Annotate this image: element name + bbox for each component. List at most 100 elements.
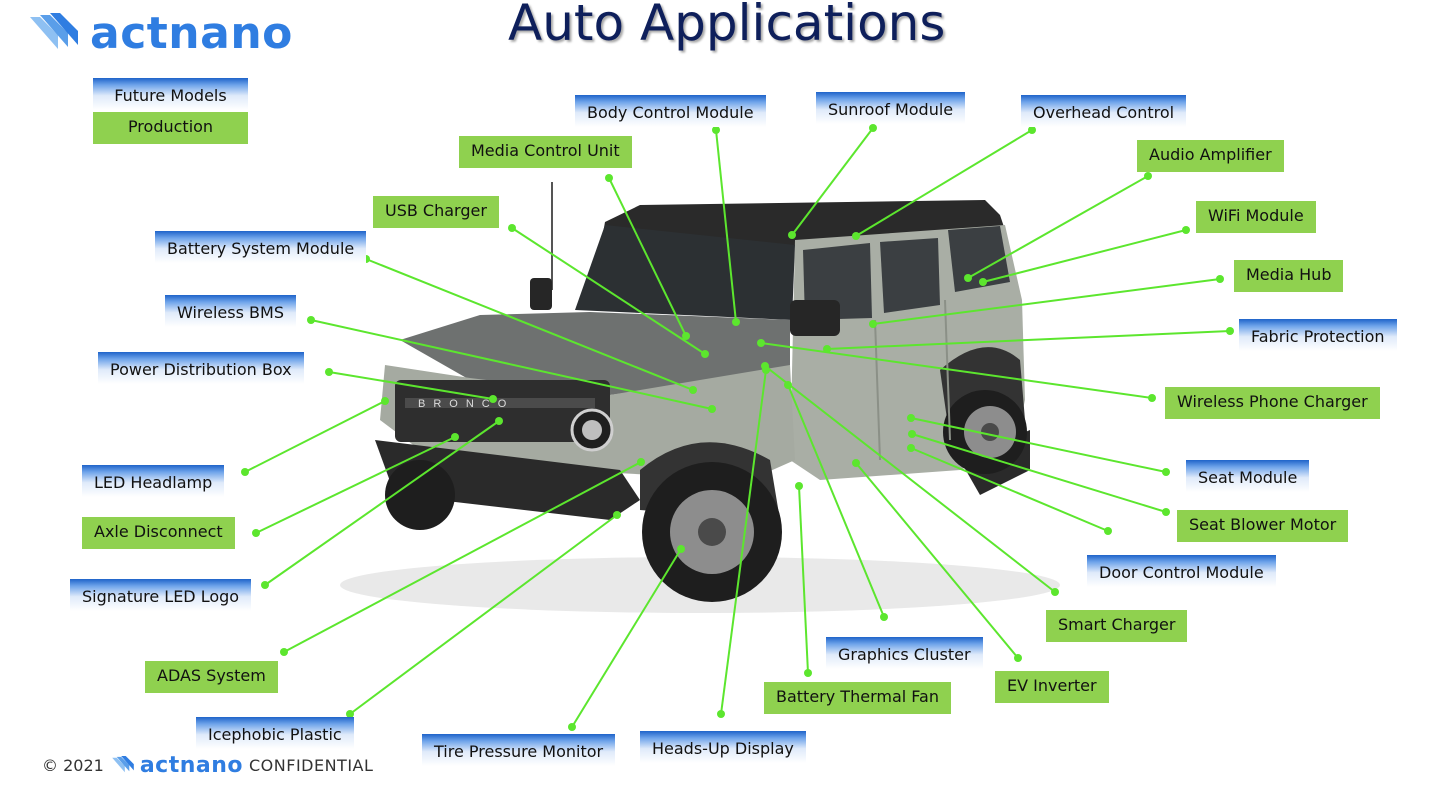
connector-line	[715, 129, 737, 323]
connector-line	[720, 369, 767, 715]
label-wireless-phone-charger: Wireless Phone Charger	[1165, 387, 1380, 419]
connector-dot	[1162, 468, 1170, 476]
connector-dot	[489, 395, 497, 403]
connector-dot	[1051, 588, 1059, 596]
connector-dot	[804, 669, 812, 677]
connector-dot	[701, 350, 709, 358]
label-axle-disconnect: Axle Disconnect	[82, 517, 235, 549]
label-power-distribution-box: Power Distribution Box	[98, 352, 304, 384]
actnano-logo-icon	[30, 13, 78, 49]
connector-line	[511, 227, 706, 355]
label-door-control-module: Door Control Module	[1087, 555, 1276, 587]
connector-dot	[508, 224, 516, 232]
connector-dot	[280, 648, 288, 656]
connector-dot	[1144, 172, 1152, 180]
connector-dot	[1182, 226, 1190, 234]
connector-line	[365, 258, 694, 391]
connector-dot	[732, 318, 740, 326]
connector-dot	[307, 316, 315, 324]
connector-dot	[869, 124, 877, 132]
label-graphics-cluster: Graphics Cluster	[826, 637, 983, 669]
connector-dot	[1148, 394, 1156, 402]
connector-line	[855, 462, 1019, 659]
label-wireless-bms: Wireless BMS	[165, 295, 296, 327]
connector-line	[264, 420, 500, 586]
connector-dot	[252, 529, 260, 537]
connector-line	[760, 342, 1153, 399]
connector-dot	[795, 482, 803, 490]
connector-line	[349, 514, 618, 715]
svg-text:BRONCO: BRONCO	[418, 398, 514, 410]
connector-line	[328, 371, 494, 400]
label-tire-pressure-monitor: Tire Pressure Monitor	[422, 734, 616, 766]
copyright-text: © 2021	[42, 755, 104, 775]
legend-future-models: Future Models	[93, 78, 248, 110]
actnano-logo: actnano	[30, 7, 293, 59]
connector-dot	[1226, 327, 1234, 335]
connector-dot	[682, 332, 690, 340]
label-battery-system-module: Battery System Module	[155, 231, 367, 263]
connector-line	[910, 417, 1167, 473]
footer-brand-name: actnano	[139, 752, 243, 778]
connector-line	[608, 177, 687, 337]
connector-dot	[717, 710, 725, 718]
connector-dot	[712, 126, 720, 134]
connector-line	[791, 127, 874, 236]
label-media-control-unit: Media Control Unit	[459, 136, 632, 168]
connector-dot	[880, 613, 888, 621]
label-adas-system: ADAS System	[145, 661, 278, 693]
connector-dot	[1104, 527, 1112, 535]
label-wifi-module: WiFi Module	[1196, 201, 1316, 233]
connector-dot	[907, 414, 915, 422]
vehicle-illustration: BRONCO	[340, 182, 1060, 613]
connector-line	[310, 319, 713, 410]
label-heads-up-display: Heads-Up Display	[640, 731, 806, 763]
connector-dot	[325, 368, 333, 376]
connector-dot	[979, 278, 987, 286]
connector-dot	[605, 174, 613, 182]
connector-dot	[908, 430, 916, 438]
connector-dot	[964, 274, 972, 282]
connector-dot	[708, 405, 716, 413]
page-title: Auto Applications	[508, 0, 946, 52]
connector-dot	[381, 397, 389, 405]
connector-line	[910, 447, 1109, 532]
connector-dot	[869, 320, 877, 328]
connector-line	[855, 129, 1033, 237]
label-sunroof-module: Sunroof Module	[816, 92, 966, 124]
connector-dot	[1162, 508, 1170, 516]
connector-line	[787, 384, 885, 618]
connector-dot	[613, 511, 621, 519]
brand-name: actnano	[90, 7, 293, 59]
label-led-headlamp: LED Headlamp	[82, 465, 225, 497]
connector-lines	[241, 124, 1234, 731]
label-audio-amplifier: Audio Amplifier	[1137, 140, 1284, 172]
label-icephobic-plastic: Icephobic Plastic	[196, 717, 354, 749]
connector-line	[571, 548, 682, 728]
connector-line	[283, 461, 642, 653]
connector-dot	[677, 545, 685, 553]
connector-dot	[346, 710, 354, 718]
connector-dot	[852, 232, 860, 240]
legend-production: Production	[93, 112, 248, 144]
connector-dot	[568, 723, 576, 731]
label-media-hub: Media Hub	[1234, 260, 1344, 292]
connector-dot	[757, 339, 765, 347]
connector-dot	[241, 468, 249, 476]
connector-line	[798, 485, 809, 674]
connector-line	[967, 175, 1149, 279]
connector-dot	[261, 581, 269, 589]
connector-dot	[762, 366, 770, 374]
connector-dot	[495, 417, 503, 425]
connector-dot	[788, 231, 796, 239]
connector-line	[826, 330, 1231, 350]
label-ev-inverter: EV Inverter	[995, 671, 1109, 703]
label-overhead-control: Overhead Control	[1021, 95, 1187, 127]
connector-dot	[451, 433, 459, 441]
connector-line	[244, 400, 386, 473]
connector-line	[255, 436, 456, 534]
label-fabric-protection: Fabric Protection	[1239, 319, 1397, 351]
footer-logo-icon	[112, 756, 134, 773]
label-seat-module: Seat Module	[1186, 460, 1310, 492]
